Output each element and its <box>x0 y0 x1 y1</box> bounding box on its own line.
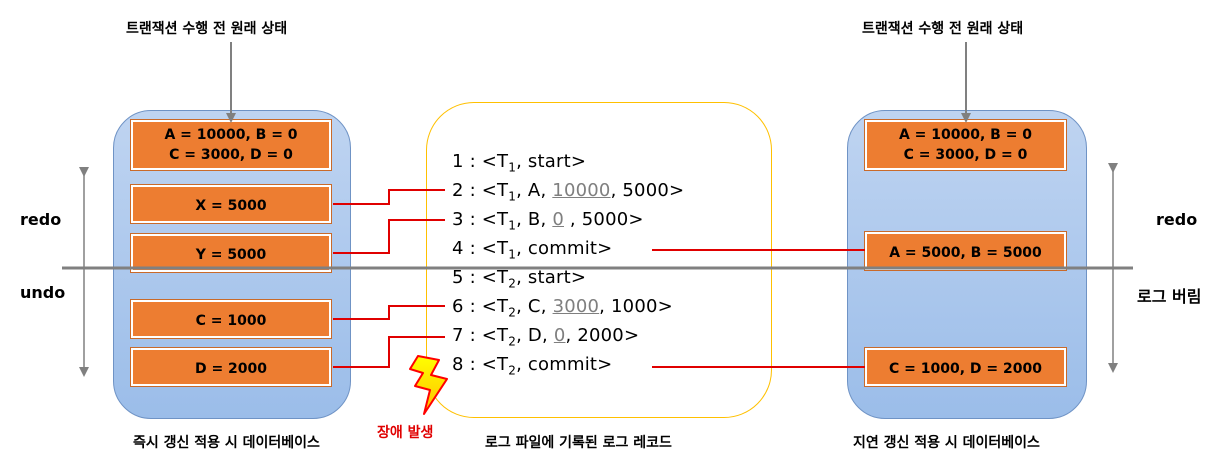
deferred-cd-box: C = 1000, D = 2000 <box>865 348 1066 386</box>
log-record-panel <box>426 102 772 418</box>
connector-x-to-log2 <box>333 189 445 205</box>
log-record-transaction-index: 1 <box>508 160 517 175</box>
log-record-fields: , commit> <box>516 354 613 375</box>
log-record-2: 2 : <T1, A, 10000, 5000> <box>452 180 685 204</box>
immediate-initial-state-box: A = 10000, B = 0 C = 3000, D = 0 <box>131 120 331 170</box>
log-record-transaction-index: 2 <box>508 363 517 378</box>
log-record-fields: , C, <box>516 296 553 317</box>
label-redo-right: redo <box>1156 210 1198 229</box>
log-record-number: 2 <box>452 180 464 201</box>
log-record-fields: , B, <box>516 209 553 230</box>
log-record-fields: , start> <box>516 267 587 288</box>
failure-lightning-icon <box>409 355 448 415</box>
caption-immediate-update-db: 즉시 갱신 적용 시 데이터베이스 <box>133 435 320 451</box>
log-record-transaction-index: 2 <box>508 276 517 291</box>
log-record-old-value: 10000 <box>552 180 611 201</box>
log-record-number: 4 <box>452 238 464 259</box>
log-record-6: 6 : <T2, C, 3000, 1000> <box>452 296 673 320</box>
log-record-number: 6 <box>452 296 464 317</box>
caption-immediate-original: 트랜잭션 수행 전 원래 상태 <box>126 21 288 37</box>
log-record-new-value: , 1000> <box>599 296 673 317</box>
connector-d-to-log7 <box>333 336 445 368</box>
log-record-number: 5 <box>452 267 464 288</box>
log-record-4: 4 : <T1, commit> <box>452 238 613 262</box>
log-record-transaction-index: 2 <box>508 305 517 320</box>
caption-deferred-update-db: 지연 갱신 적용 시 데이터베이스 <box>853 435 1040 451</box>
caption-log-records: 로그 파일에 기록된 로그 레코드 <box>485 435 672 451</box>
log-record-old-value: 0 <box>552 209 564 230</box>
log-record-3: 3 : <T1, B, 0 , 5000> <box>452 209 644 233</box>
log-record-new-value: , 5000> <box>610 180 685 201</box>
immediate-d-box: D = 2000 <box>131 348 331 386</box>
deferred-initial-line1: A = 10000, B = 0 <box>898 127 1033 143</box>
deferred-ab-box: A = 5000, B = 5000 <box>865 232 1066 270</box>
connector-y-to-log3 <box>333 219 445 254</box>
immediate-initial-line2: C = 3000, D = 0 <box>169 147 293 163</box>
log-record-new-value: , 5000> <box>564 209 644 230</box>
immediate-c-box: C = 1000 <box>131 300 331 338</box>
log-record-fields: , D, <box>516 325 554 346</box>
label-undo-left: undo <box>20 283 66 302</box>
log-record-old-value: 0 <box>553 325 566 346</box>
deferred-initial-line2: C = 3000, D = 0 <box>903 147 1028 163</box>
immediate-initial-line1: A = 10000, B = 0 <box>164 127 298 143</box>
immediate-y-box: Y = 5000 <box>131 234 331 272</box>
log-record-fields: , A, <box>516 180 553 201</box>
log-record-7: 7 : <T2, D, 0, 2000> <box>452 325 640 349</box>
log-record-transaction-index: 2 <box>508 334 517 349</box>
log-record-fields: , start> <box>516 151 587 172</box>
connector-c-to-log6 <box>333 305 445 320</box>
log-record-new-value: , 2000> <box>565 325 640 346</box>
log-record-fields: , commit> <box>516 238 613 259</box>
log-record-transaction-index: 1 <box>508 247 517 262</box>
label-redo-left: redo <box>20 210 62 229</box>
log-record-5: 5 : <T2, start> <box>452 267 587 291</box>
log-record-transaction-index: 1 <box>508 218 517 233</box>
immediate-x-box: X = 5000 <box>131 185 331 223</box>
caption-deferred-original: 트랜잭션 수행 전 원래 상태 <box>862 21 1024 37</box>
log-record-number: 3 <box>452 209 464 230</box>
failure-label: 장애 발생 <box>377 425 434 441</box>
log-record-8: 8 : <T2, commit> <box>452 354 613 378</box>
log-record-transaction-index: 1 <box>508 189 517 204</box>
label-log-discard: 로그 버림 <box>1137 287 1202 306</box>
log-record-number: 8 <box>452 354 464 375</box>
log-record-number: 7 <box>452 325 464 346</box>
log-record-number: 1 <box>452 151 464 172</box>
log-record-1: 1 : <T1, start> <box>452 151 587 175</box>
log-record-old-value: 3000 <box>552 296 600 317</box>
